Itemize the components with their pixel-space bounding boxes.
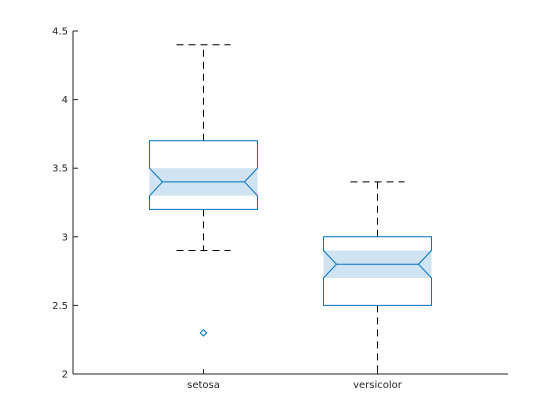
x-tick-label-setosa: setosa (187, 380, 220, 391)
y-tick-label: 3.5 (52, 164, 68, 175)
box-group-versicolor (323, 181, 432, 375)
y-tick-label: 4.5 (52, 27, 68, 38)
y-tick-label: 3 (62, 232, 68, 243)
box-group-setosa (149, 44, 258, 337)
box-outline (149, 140, 258, 210)
box-outline (323, 236, 432, 306)
y-tick-label: 4 (62, 95, 68, 106)
axes: 2 2.5 3 3.5 4 4.5 setosa versicolor (52, 27, 508, 391)
y-tick-label: 2 (62, 370, 68, 381)
y-tick-label: 2.5 (52, 301, 68, 312)
outlier-point (199, 328, 208, 337)
x-tick-label-versicolor: versicolor (353, 380, 403, 391)
plot-area (149, 44, 432, 375)
